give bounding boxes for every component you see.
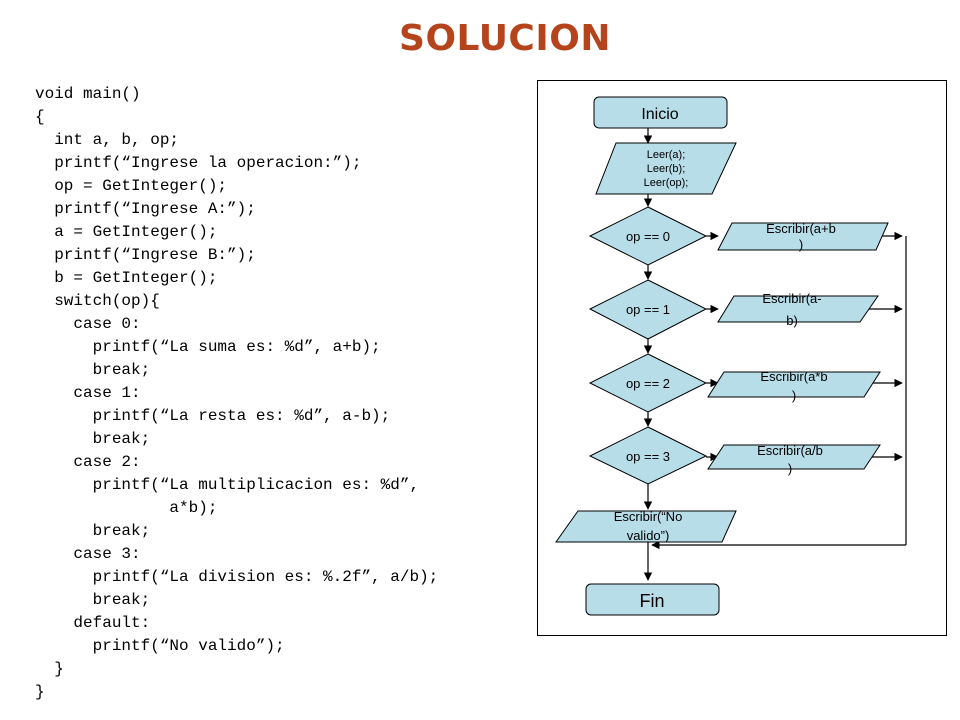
code-line: op = GetInteger(); [35, 177, 228, 195]
default-output-line-0: Escribir(“No [614, 509, 683, 524]
code-line: printf(“La division es: %.2f”, a/b); [35, 568, 439, 586]
slide-title: SOLUCION [399, 18, 611, 59]
output-0-line-0: Escribir(a+b [766, 221, 836, 236]
code-line: } [35, 683, 45, 701]
code-line: printf(“La multiplicacion es: %d”, [35, 476, 420, 494]
code-line: { [35, 108, 45, 126]
output-1-line-0: Escribir(a- [762, 291, 821, 306]
code-line: case 3: [35, 545, 141, 563]
flowchart-frame [537, 80, 947, 636]
code-line: default: [35, 614, 151, 632]
code-line: printf(“Ingrese B:”); [35, 246, 256, 264]
default-output-line-1: valido”) [627, 528, 670, 543]
code-line: } [35, 660, 64, 678]
input-line-2: Leer(op); [644, 177, 689, 189]
decision-1: op == 1 [588, 279, 708, 340]
code-line: break; [35, 591, 151, 609]
decision-0: op == 0 [588, 206, 708, 266]
code-line: b = GetInteger(); [35, 269, 218, 287]
code-line: switch(op){ [35, 292, 160, 310]
code-line: printf(“Ingrese A:”); [35, 200, 256, 218]
code-line: case 0: [35, 315, 141, 333]
output-2-line-0: Escribir(a*b [760, 369, 827, 384]
input-line-1: Leer(b); [647, 163, 686, 175]
code-line: break; [35, 361, 151, 379]
end-terminal: Fin [585, 583, 720, 616]
decision-2: op == 2 [588, 353, 708, 413]
code-line: void main() [35, 85, 141, 103]
decision-3: op == 3 [588, 426, 708, 485]
decision-2-label: op == 2 [626, 376, 670, 391]
output-1: Escribir(a- b) [717, 291, 879, 328]
start-terminal: Inicio [593, 96, 728, 129]
start-label: Inicio [641, 106, 678, 123]
code-line: case 1: [35, 384, 141, 402]
code-line: printf(“Ingrese la operacion:”); [35, 154, 362, 172]
input-line-0: Leer(a); [647, 149, 686, 161]
output-2: Escribir(a*b ) [707, 369, 881, 403]
input-parallelogram: Leer(a); Leer(b); Leer(op); [595, 142, 737, 195]
decision-1-label: op == 1 [626, 302, 670, 317]
flowchart: Inicio Leer(a); Leer(b); Leer(op); op ==… [555, 96, 907, 616]
code-listing: void main() { int a, b, op; printf(“Ingre… [35, 83, 515, 704]
output-3-line-0: Escribir(a/b [757, 443, 823, 458]
code-line: case 2: [35, 453, 141, 471]
output-3-line-1: ) [788, 461, 792, 476]
output-0-line-1: ) [799, 237, 803, 252]
output-3: Escribir(a/b ) [707, 443, 881, 476]
output-1-line-1: b) [786, 313, 798, 328]
decision-0-label: op == 0 [626, 229, 670, 244]
code-line: a = GetInteger(); [35, 223, 218, 241]
code-line: printf(“No valido”); [35, 637, 285, 655]
code-line: break; [35, 430, 151, 448]
code-line: printf(“La resta es: %d”, a-b); [35, 407, 391, 425]
decision-3-label: op == 3 [626, 449, 670, 464]
code-line: break; [35, 522, 151, 540]
code-line: int a, b, op; [35, 131, 180, 149]
output-2-line-1: ) [792, 388, 796, 403]
code-line: printf(“La suma es: %d”, a+b); [35, 338, 381, 356]
default-output: Escribir(“No valido”) [555, 509, 737, 543]
end-label: Fin [639, 591, 664, 611]
output-0: Escribir(a+b ) [717, 221, 889, 252]
code-line: a*b); [35, 499, 218, 517]
